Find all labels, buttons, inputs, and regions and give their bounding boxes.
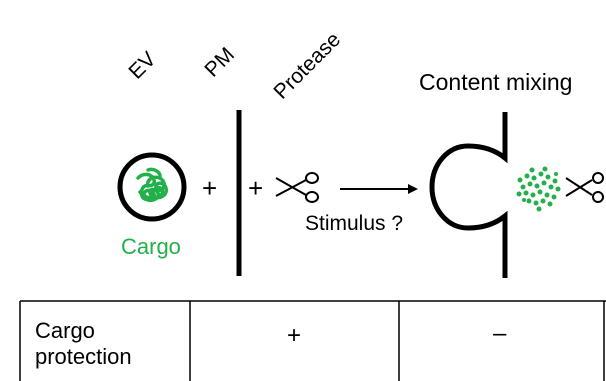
cargo-label: Cargo [121,234,181,259]
result-table-grid [19,300,606,381]
table-cell-left: + [287,322,302,349]
plus-sign: + [202,173,218,203]
extracellular-vesicle [117,152,187,222]
scissors-icon-right [565,172,604,203]
fused-membrane [429,112,508,278]
content-mixing-label: Content mixing [419,69,573,95]
table-cell-right: – [493,320,507,347]
released-cargo [516,166,561,212]
arrow [340,184,418,194]
scissors-icon [275,172,319,203]
table-row-header: Cargo protection [35,318,132,371]
row-header-line-2: protection [35,344,132,370]
row-header-line-1: Cargo [35,318,95,343]
plus-sign: + [248,173,264,203]
cargo-squiggle [136,167,168,203]
stimulus-label: Stimulus ? [305,212,404,235]
